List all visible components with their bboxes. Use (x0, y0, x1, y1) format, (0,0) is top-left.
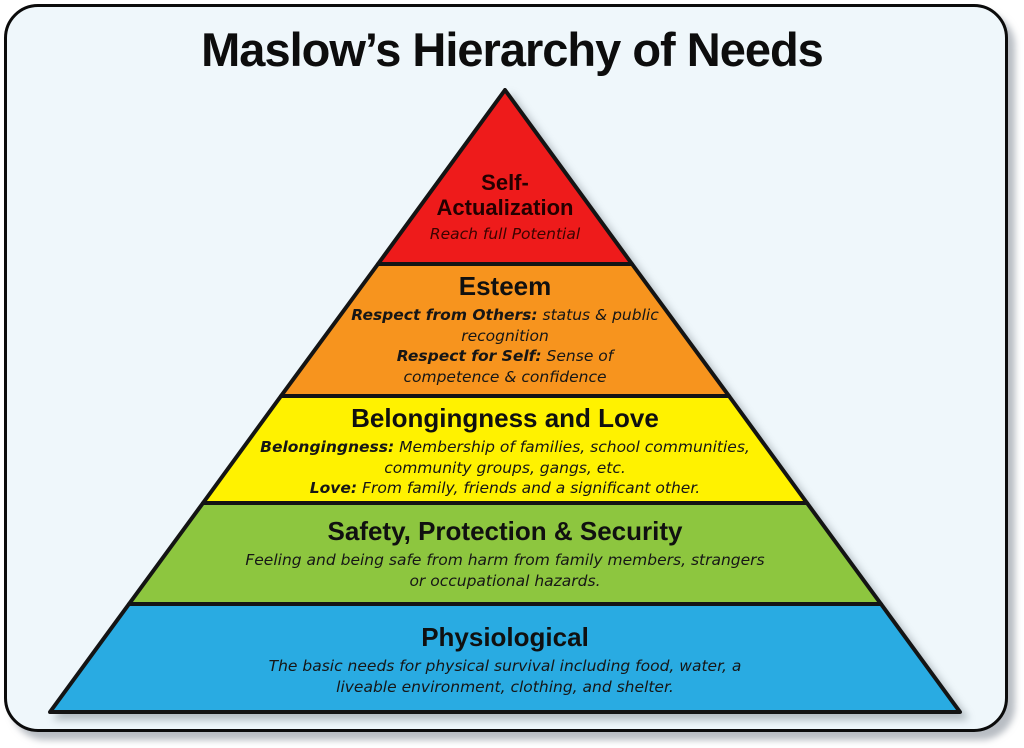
level-safety-text: Safety, Protection & Security Feeling an… (245, 516, 765, 591)
level-belongingness-line-love: Love: From family, friends and a signifi… (260, 478, 750, 499)
level-belongingness-text: Belongingness and Love Belongingness: Me… (260, 403, 750, 499)
level-physiological-shape (48, 602, 962, 714)
line-label: Respect for Self: (396, 347, 542, 366)
line-label: Belongingness: (260, 437, 395, 456)
level-esteem-heading: Esteem (458, 271, 552, 301)
level-physiological-heading: Physiological (421, 622, 589, 652)
diagram-title: Maslow’s Hierarchy of Needs (201, 23, 824, 76)
line-text: Membership of families, school communiti… (384, 437, 750, 477)
level-physiological-description: The basic needs for physical survival in… (268, 656, 742, 696)
level-belongingness-heading: Belongingness and Love (351, 403, 659, 433)
level-esteem-line-respect-for-self: Respect for Self: Sense of competence & … (350, 346, 660, 387)
line-text: Sense of competence & confidence (403, 347, 614, 386)
level-belongingness-line-belongingness: Belongingness: Membership of families, s… (260, 437, 750, 478)
level-esteem-text: Esteem Respect from Others: status & pub… (350, 271, 660, 387)
level-self-actualization-description: Reach full Potential (429, 224, 581, 243)
level-safety-heading: Safety, Protection & Security (327, 516, 683, 546)
level-esteem-line-respect-from-others: Respect from Others: status & public rec… (350, 305, 660, 346)
line-text: status & public recognition (461, 305, 659, 345)
level-safety-description: Feeling and being safe from harm from fa… (245, 550, 765, 590)
line-text: From family, friends and a significant o… (357, 479, 701, 498)
level-self-actualization-heading: Self-Actualization (436, 170, 574, 221)
line-label: Love: (309, 479, 358, 498)
level-physiological-text: Physiological The basic needs for physic… (237, 622, 773, 697)
line-label: Respect from Others: (351, 305, 538, 324)
level-self-actualization-text: Self-Actualization Reach full Potential (375, 170, 635, 244)
